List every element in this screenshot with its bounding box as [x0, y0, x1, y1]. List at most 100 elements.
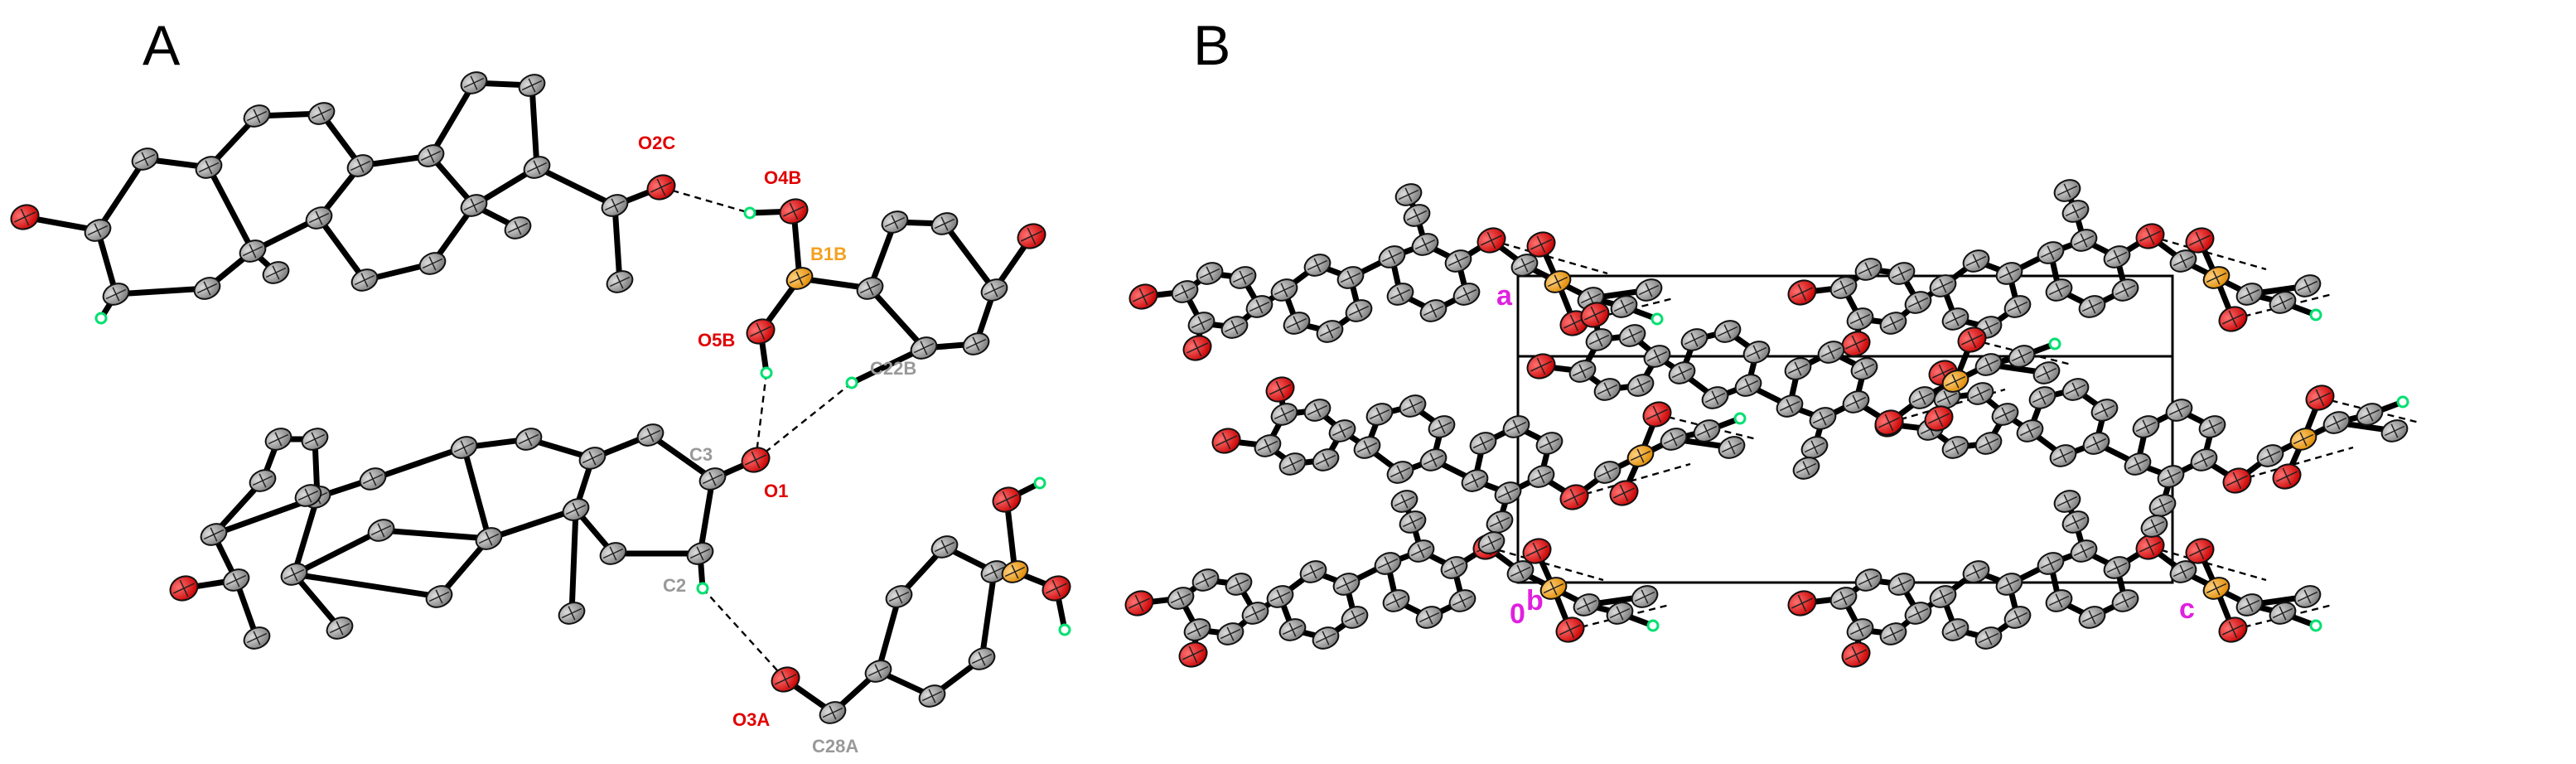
- carbon-atom: [2078, 295, 2106, 318]
- carbon-atom: [1510, 254, 1539, 277]
- carbon-atom: [1183, 618, 1211, 641]
- carbon-atom: [1316, 320, 1344, 343]
- carbon-atom: [2235, 283, 2264, 306]
- unit-cell-outline: [1516, 274, 2174, 584]
- carbon-atom: [601, 194, 629, 217]
- hydrogen-atom: [1033, 476, 1046, 490]
- carbon-atom: [2380, 419, 2409, 442]
- carbon-atom: [2049, 444, 2077, 467]
- carbon-atom: [2169, 249, 2197, 273]
- bond: [697, 476, 716, 557]
- oxygen-atom: [1178, 641, 1208, 668]
- carbon-atom: [359, 467, 387, 491]
- carbon-atom: [1241, 602, 1269, 625]
- bond: [461, 444, 492, 542]
- axis-label-b: b: [1526, 585, 1544, 617]
- carbon-atom: [1399, 510, 1427, 534]
- carbon-atom: [1974, 432, 2003, 455]
- bond: [378, 527, 492, 542]
- carbon-atom: [1448, 589, 1476, 612]
- carbon-atom: [417, 144, 445, 167]
- hydrogen-atom: [1650, 312, 1664, 326]
- carbon-atom: [1440, 556, 1468, 579]
- carbon-atom: [918, 684, 946, 708]
- carbon-atom: [930, 535, 959, 558]
- carbon-atom: [2198, 415, 2226, 438]
- carbon-atom: [1345, 299, 1373, 322]
- carbon-atom: [1415, 606, 1443, 629]
- carbon-atom: [1643, 345, 1671, 368]
- axis-label-a: a: [1496, 280, 1513, 312]
- oxygen-atom: [1476, 227, 1506, 254]
- carbon-atom: [367, 519, 395, 542]
- carbon-atom: [1477, 531, 1505, 554]
- oxygen-atom: [2185, 227, 2215, 254]
- carbon-atom: [1394, 183, 1423, 206]
- carbon-atom: [1386, 461, 1414, 484]
- oxygen-atom: [2222, 467, 2252, 494]
- carbon-atom: [1800, 436, 1829, 459]
- carbon-atom: [1854, 568, 1882, 592]
- carbon-atom: [1846, 618, 1874, 641]
- carbon-atom: [2169, 560, 2197, 583]
- oxygen-atom: [1182, 335, 1212, 361]
- carbon-atom: [980, 278, 1008, 302]
- carbon-atom: [1216, 622, 1245, 646]
- carbon-atom: [2269, 291, 2297, 314]
- carbon-atom: [1312, 448, 1340, 471]
- atom-label-o2c: O2C: [638, 133, 675, 153]
- carbon-atom: [515, 428, 543, 451]
- oxygen-atom: [746, 318, 776, 345]
- boron-atom: [1544, 270, 1572, 293]
- carbon-atom: [1220, 316, 1249, 339]
- hydrogen-atom: [2309, 308, 2322, 322]
- bond: [875, 593, 902, 675]
- carbon-atom: [1502, 415, 1530, 438]
- carbon-atom: [1846, 307, 1874, 331]
- carbon-atom: [1585, 328, 1613, 351]
- carbon-atom: [1887, 573, 1916, 596]
- carbon-atom: [1341, 606, 1369, 629]
- hydrogen-atom: [1646, 619, 1660, 632]
- carbon-atom: [1399, 394, 1427, 418]
- carbon-atom: [1701, 386, 1729, 409]
- carbon-atom: [1353, 436, 1381, 459]
- oxygen-atom: [1522, 538, 1552, 564]
- hydrogen-atom: [1058, 623, 1071, 636]
- carbon-atom: [1270, 278, 1298, 302]
- carbon-atom: [968, 647, 996, 670]
- carbon-atom: [243, 104, 271, 128]
- carbon-atom: [1278, 452, 1307, 476]
- bond: [291, 494, 321, 578]
- carbon-atom: [1535, 432, 1563, 455]
- carbon-atom: [1887, 262, 1916, 285]
- carbon-atom: [2053, 179, 2081, 202]
- carbon-atom: [2293, 274, 2322, 297]
- carbon-atom: [2037, 241, 2065, 264]
- oxygen-atom: [1559, 484, 1589, 510]
- carbon-atom: [1680, 328, 1708, 351]
- oxygen-atom: [1957, 326, 1987, 353]
- panel-a-atoms: [10, 71, 1071, 724]
- hydrogen-atom: [2048, 337, 2061, 351]
- hydrogen-bond: [660, 186, 751, 215]
- atom-label-b1b: B1B: [810, 244, 847, 264]
- hydrogen-atom: [696, 582, 709, 595]
- oxygen-atom: [2135, 534, 2165, 560]
- carbon-atom: [305, 206, 333, 230]
- carbon-atom: [2061, 510, 2090, 534]
- carbon-atom: [1693, 419, 1721, 442]
- carbon-atom: [2078, 606, 2106, 629]
- carbon-atom: [636, 423, 665, 447]
- oxygen-atom: [1874, 409, 1904, 436]
- carbon-atom: [1908, 386, 1936, 409]
- carbon-atom: [1196, 262, 1224, 285]
- oxygen-atom: [1787, 279, 1817, 306]
- panel-b: B a 0 b c: [1124, 14, 2420, 668]
- bond: [370, 444, 467, 482]
- atom-label-c2: C2: [663, 575, 686, 596]
- carbon-atom: [1278, 618, 1307, 641]
- carbon-atom: [2322, 411, 2351, 434]
- hydrogen-atom: [2396, 395, 2409, 409]
- atom-label-o5b: O5B: [698, 330, 735, 351]
